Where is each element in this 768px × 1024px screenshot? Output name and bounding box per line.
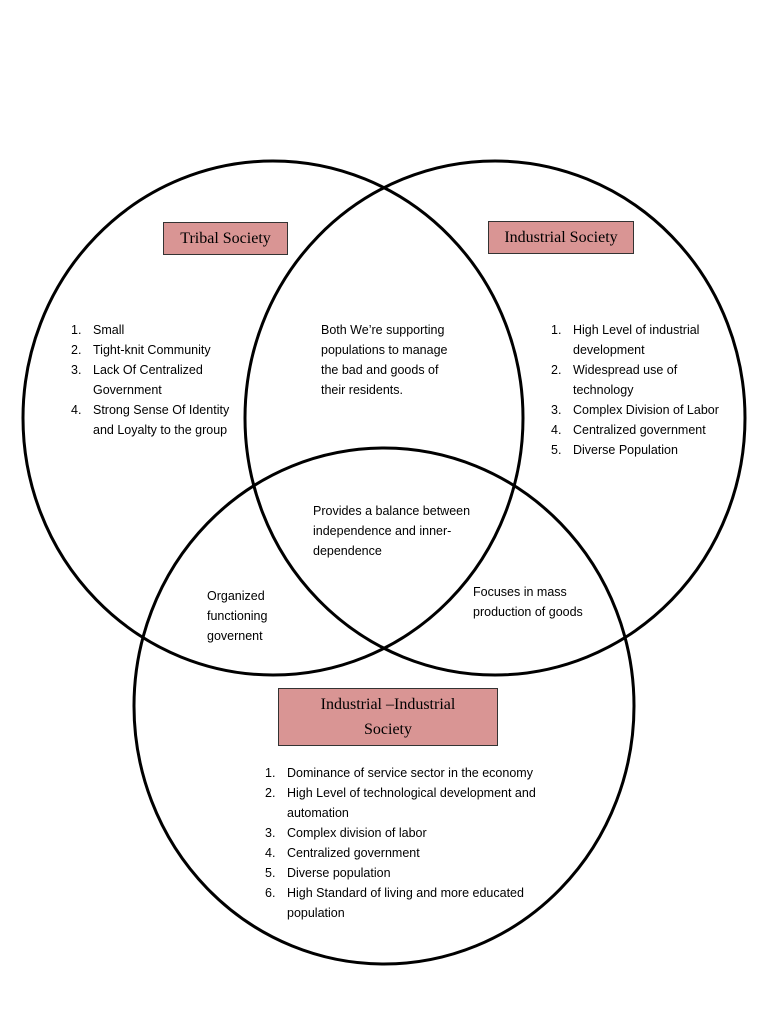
list-item: 4.Strong Sense Of Identity and Loyalty t…	[71, 403, 230, 437]
industrial-circle	[243, 159, 747, 677]
list-item: 2.Widespread use of technology	[551, 363, 678, 397]
tribal-post-overlap-text: Organized functioning governent	[207, 589, 268, 643]
list-item: 3.Complex Division of Labor	[551, 403, 719, 417]
list-item: 5.Diverse Population	[551, 443, 678, 457]
post-industrial-title-line1: Industrial –Industrial	[320, 696, 456, 713]
list-item: 2.Tight-knit Community	[71, 343, 211, 357]
list-item: 1.Dominance of service sector in the eco…	[265, 766, 533, 780]
list-item: 1.High Level of industrial development	[551, 323, 700, 357]
industrial-list: 1.High Level of industrial development 2…	[551, 320, 719, 460]
tribal-title-text: Tribal Society	[180, 230, 271, 247]
list-item: 4.Centralized government	[551, 423, 706, 437]
tribal-title: Tribal Society	[163, 222, 288, 255]
tribal-list: 1.Small 2.Tight-knit Community 3.Lack Of…	[71, 320, 246, 440]
list-item: 3.Lack Of Centralized Government	[71, 363, 203, 397]
post-industrial-title: Industrial –Industrial Society	[278, 688, 498, 746]
list-item: 6.High Standard of living and more educa…	[265, 886, 524, 920]
center-overlap-text: Provides a balance between independence …	[313, 504, 471, 558]
industrial-title-text: Industrial Society	[504, 229, 618, 246]
industrial-title: Industrial Society	[488, 221, 634, 254]
tribal-circle	[21, 159, 525, 677]
post-industrial-title-line2: Society	[364, 721, 412, 738]
industrial-post-overlap-text: Focuses in mass production of goods	[473, 585, 583, 619]
list-item: 2.High Level of technological developmen…	[265, 786, 536, 820]
list-item: 1.Small	[71, 323, 125, 337]
list-item: 3.Complex division of labor	[265, 826, 427, 840]
tribal-industrial-overlap-text: Both We’re supporting populations to man…	[321, 323, 448, 397]
post-industrial-circle	[132, 446, 636, 966]
post-industrial-list: 1.Dominance of service sector in the eco…	[265, 763, 555, 923]
list-item: 4.Centralized government	[265, 846, 420, 860]
list-item: 5.Diverse population	[265, 866, 391, 880]
